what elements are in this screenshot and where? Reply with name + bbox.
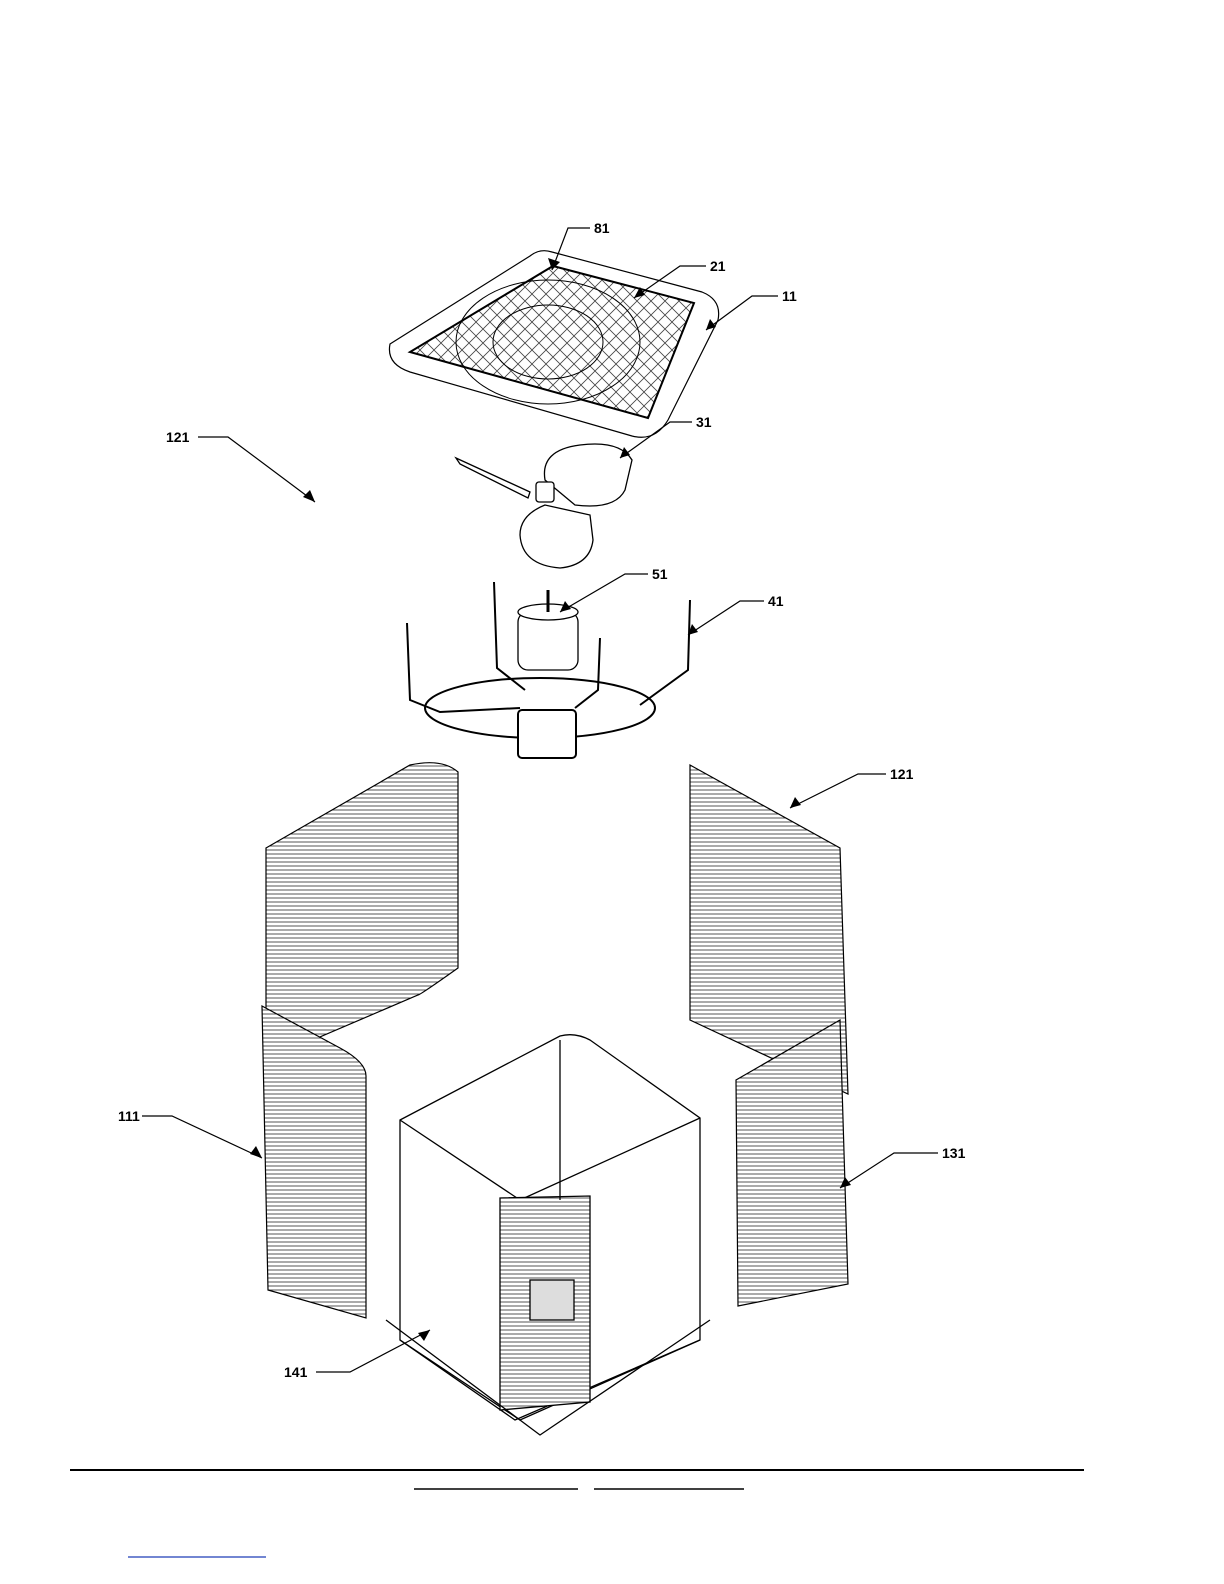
- callout-141: 141: [284, 1364, 308, 1380]
- callout-111: 111: [118, 1108, 140, 1124]
- top-cover: [389, 251, 718, 438]
- callout-121-left: 121: [166, 429, 190, 445]
- louver-panel-131: [736, 1020, 848, 1306]
- callout-21: 21: [710, 258, 726, 274]
- callout-11: 11: [782, 288, 797, 304]
- callout-41: 41: [768, 593, 784, 609]
- callout-51: 51: [652, 566, 668, 582]
- callout-81: 81: [594, 220, 610, 236]
- callout-31: 31: [696, 414, 712, 430]
- fan-blade: [456, 444, 632, 568]
- louver-panel-121-left: [266, 763, 458, 1060]
- louver-panel-111: [262, 1006, 366, 1318]
- callout-121-right: 121: [890, 766, 914, 782]
- cabinet-base: [386, 1035, 710, 1435]
- callout-131: 131: [942, 1145, 966, 1161]
- fan-motor: [518, 590, 578, 670]
